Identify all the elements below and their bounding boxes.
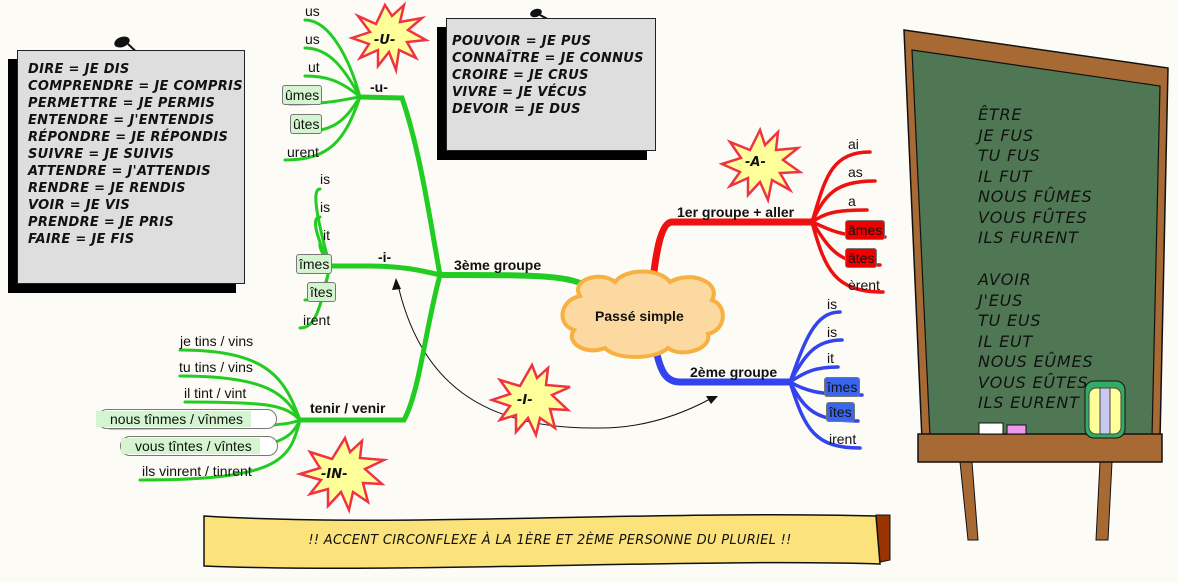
arrow-head-right-icon <box>706 396 718 404</box>
ending-i2[interactable]: irent <box>829 431 857 447</box>
ending-in[interactable]: tu tins / vins <box>179 359 253 375</box>
ending-u-highlighted[interactable]: ûmes <box>282 85 323 105</box>
note-line: ATTENDRE = J'ATTENDIS <box>28 164 211 179</box>
second-group-label[interactable]: 2ème groupe <box>690 364 778 380</box>
white-chalk-icon <box>978 422 1004 435</box>
note-line: CROIRE = JE CRUS <box>452 68 589 83</box>
board-line: VOUS EÛTES <box>978 372 1089 392</box>
board-line: JE FUS <box>978 125 1034 145</box>
burst-in: -IN- <box>295 435 389 514</box>
ending-a[interactable]: èrent <box>848 277 880 293</box>
ending-i[interactable]: it <box>323 227 330 243</box>
ending-in[interactable]: je tins / vins <box>180 333 254 349</box>
ending-i2-highlighted[interactable]: îmes <box>824 377 861 397</box>
pink-chalk-icon <box>1006 424 1027 435</box>
first-group-label[interactable]: 1er groupe + aller <box>677 204 795 220</box>
note-line: POUVOIR = JE PUS <box>452 34 592 49</box>
burst-i: -I- <box>488 362 572 439</box>
burst-a-label: -A- <box>745 155 766 170</box>
board-line: ÊTRE <box>978 105 1023 124</box>
ending-u[interactable]: ut <box>308 59 320 75</box>
banner <box>203 513 891 570</box>
ending-in[interactable]: il tint / vint <box>184 385 247 401</box>
note-line: DIRE = JE DIS <box>28 62 130 77</box>
u-branch-label[interactable]: -u- <box>370 79 388 95</box>
board-line: ILS EURENT <box>978 393 1080 412</box>
ending-a[interactable]: a <box>848 193 856 209</box>
ending-in-highlighted[interactable]: nous tînmes / vînmes <box>96 409 277 429</box>
board-line: ILS FURENT <box>978 228 1079 247</box>
central-node-label[interactable]: Passé simple <box>595 308 684 324</box>
banner-text: !! ACCENT CIRCONFLEXE À LA 1ÈRE ET 2ÈME … <box>308 533 792 548</box>
ending-i[interactable]: is <box>320 199 331 215</box>
board-line: TU EUS <box>978 311 1042 330</box>
ending-a-highlighted[interactable]: âtes <box>845 248 878 268</box>
blackboard <box>903 29 1169 541</box>
ending-i[interactable]: is <box>320 171 331 187</box>
note-line: COMPRENDRE = JE COMPRIS <box>28 79 243 94</box>
ending-in-text: vous tîntes / vîntes <box>121 438 260 454</box>
ending-i2[interactable]: is <box>827 296 838 312</box>
ending-i-highlighted[interactable]: îmes <box>296 254 333 274</box>
note-line: RÉPONDRE = JE RÉPONDIS <box>28 130 229 145</box>
ending-in-highlighted[interactable]: vous tîntes / vîntes <box>120 436 278 456</box>
board-etre: ÊTRE JE FUS TU FUS IL FUT NOUS FÛMES VOU… <box>978 105 1093 249</box>
burst-u-label: -U- <box>374 33 395 48</box>
ending-i2[interactable]: is <box>827 324 838 340</box>
board-line: VOUS FÛTES <box>978 207 1088 227</box>
ending-u[interactable]: us <box>305 3 320 19</box>
board-avoir: AVOIR J'EUS TU EUS IL EUT NOUS EÛMES VOU… <box>978 270 1093 414</box>
note-line: PERMETTRE = JE PERMIS <box>28 96 216 111</box>
burst-in-label: -IN- <box>321 467 348 482</box>
ending-i[interactable]: irent <box>303 312 331 328</box>
board-line: AVOIR <box>978 270 1032 289</box>
ending-in[interactable]: ils vinrent / tinrent <box>142 463 252 479</box>
note-line: SUIVRE = JE SUIVIS <box>28 147 175 162</box>
ending-a[interactable]: ai <box>848 136 859 152</box>
board-line: NOUS EÛMES <box>978 352 1094 371</box>
note-line: PRENDRE = JE PRIS <box>28 215 175 230</box>
ending-u[interactable]: us <box>305 31 320 47</box>
ending-a-highlighted[interactable]: âmes <box>845 220 886 240</box>
tenir-venir-label[interactable]: tenir / venir <box>310 400 386 416</box>
note-line: RENDRE = JE RENDIS <box>28 181 186 196</box>
eraser-jar-icon <box>1084 380 1126 439</box>
note-line: CONNAÎTRE = JE CONNUS <box>452 51 644 66</box>
ending-u[interactable]: urent <box>287 144 319 160</box>
ending-u-highlighted[interactable]: ûtes <box>290 114 323 134</box>
note-top: POUVOIR = JE PUS CONNAÎTRE = JE CONNUS C… <box>446 18 656 151</box>
burst-u: -U- <box>348 1 431 75</box>
ending-i2[interactable]: it <box>827 350 834 366</box>
chalk-tray <box>917 433 1163 463</box>
note-line: VIVRE = JE VÉCUS <box>452 85 588 100</box>
board-line: TU FUS <box>978 146 1041 165</box>
i-branch-label[interactable]: -i- <box>378 249 392 265</box>
board-line: NOUS FÛMES <box>978 187 1093 206</box>
ending-i2-highlighted[interactable]: îtes <box>826 402 855 422</box>
board-line: IL EUT <box>978 331 1034 351</box>
note-line: ENTENDRE = J'ENTENDIS <box>28 113 215 128</box>
third-group-label[interactable]: 3ème groupe <box>454 257 542 273</box>
second-group-branches <box>651 310 864 450</box>
ending-a[interactable]: as <box>848 164 863 180</box>
board-line: IL FUT <box>978 166 1033 186</box>
burst-i-label: -I- <box>517 393 533 408</box>
note-line: FAIRE = JE FIS <box>28 232 135 247</box>
ending-i-highlighted[interactable]: îtes <box>307 282 336 302</box>
note-left: DIRE = JE DIS COMPRENDRE = JE COMPRIS PE… <box>17 50 245 284</box>
arrow-head-up-icon <box>392 278 401 290</box>
central-cloud[interactable] <box>560 269 725 359</box>
burst-a: -A- <box>718 126 804 205</box>
ending-in-text: nous tînmes / vînmes <box>96 411 252 427</box>
note-line: DEVOIR = JE DUS <box>452 102 581 117</box>
note-line: VOIR = JE VIS <box>28 198 131 213</box>
board-line: J'EUS <box>978 290 1024 310</box>
